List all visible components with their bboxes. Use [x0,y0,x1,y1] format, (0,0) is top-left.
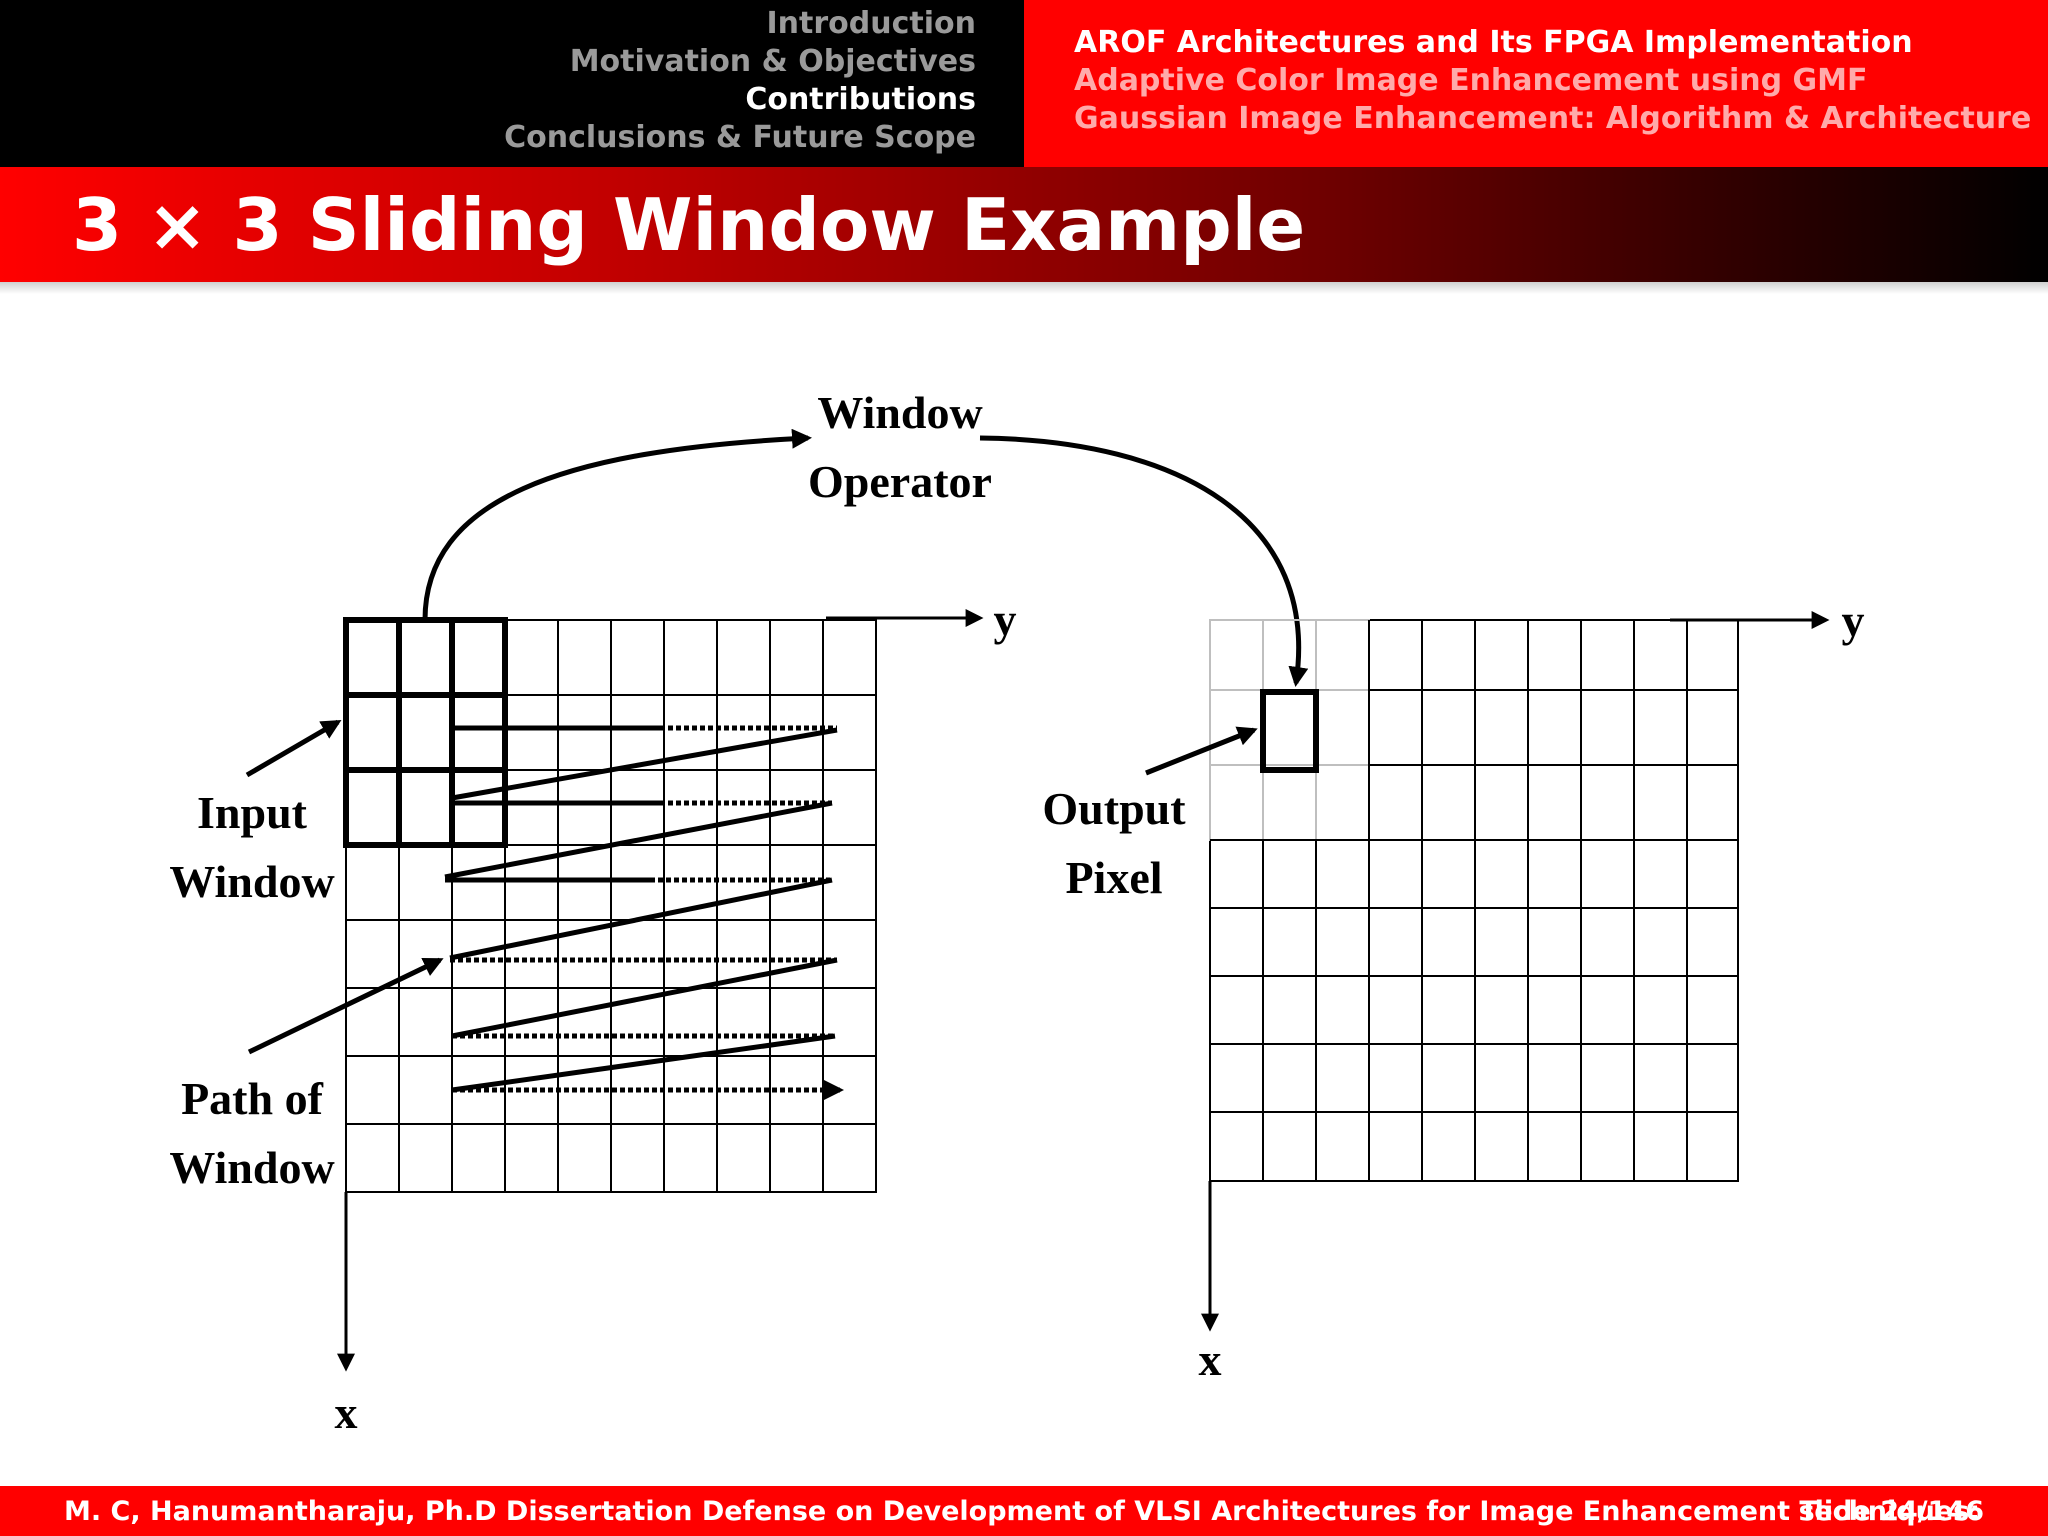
footer-bar: M. C, Hanumantharaju, Ph.D Dissertation … [0,1486,2048,1536]
path-pointer-arrow [247,957,444,1055]
left-y-axis-label: y [994,594,1017,645]
sliding-window-diagram: y x Window Operator Input Window Path of… [169,387,1865,1438]
input-image-grid [345,619,877,1193]
left-x-axis-label: x [335,1387,358,1438]
right-y-axis-label: y [1842,595,1865,646]
right-x-axis-label: x [1199,1334,1222,1385]
section-nav: Introduction Motivation & Objectives Con… [0,0,1024,167]
slide-title: 3 × 3 Sliding Window Example [72,183,1306,267]
nav-subsection-adaptive-color[interactable]: Adaptive Color Image Enhancement using G… [1074,63,1868,98]
path-label-line2: Window [169,1142,334,1193]
subsection-nav: AROF Architectures and Its FPGA Implemen… [1024,0,2048,167]
output-image-grid [1209,619,1739,1182]
nav-section-introduction[interactable]: Introduction [766,6,976,41]
nav-section-conclusions[interactable]: Conclusions & Future Scope [504,120,976,155]
window-operator-label-line2: Operator [808,456,992,507]
from-operator-curve-arrow [979,435,1309,687]
header-navigation: Introduction Motivation & Objectives Con… [0,0,2048,167]
input-window-label-line1: Input [197,787,308,838]
nav-section-motivation[interactable]: Motivation & Objectives [569,44,976,79]
output-pixel-box [1260,689,1319,773]
to-operator-curve-arrow [422,428,812,621]
title-shadow [0,282,2048,294]
window-operator-label-line1: Window [817,387,982,438]
nav-subsection-gaussian[interactable]: Gaussian Image Enhancement: Algorithm & … [1074,101,2032,136]
output-pixel-label-line1: Output [1042,783,1186,834]
output-pixel-label-line2: Pixel [1065,852,1162,903]
input-window-3x3 [343,617,508,848]
input-window-pointer-arrow [245,719,342,778]
path-label-line1: Path of [181,1073,324,1124]
slide-number: slide 24/146 [1798,1496,1984,1527]
window-path [444,725,844,1100]
output-pixel-pointer-arrow [1145,726,1258,776]
nav-subsection-arof[interactable]: AROF Architectures and Its FPGA Implemen… [1074,25,1913,60]
footer-text: M. C, Hanumantharaju, Ph.D Dissertation … [64,1496,1980,1527]
title-bar: 3 × 3 Sliding Window Example [0,167,2048,282]
nav-section-contributions[interactable]: Contributions [745,82,976,117]
input-window-label-line2: Window [169,856,334,907]
